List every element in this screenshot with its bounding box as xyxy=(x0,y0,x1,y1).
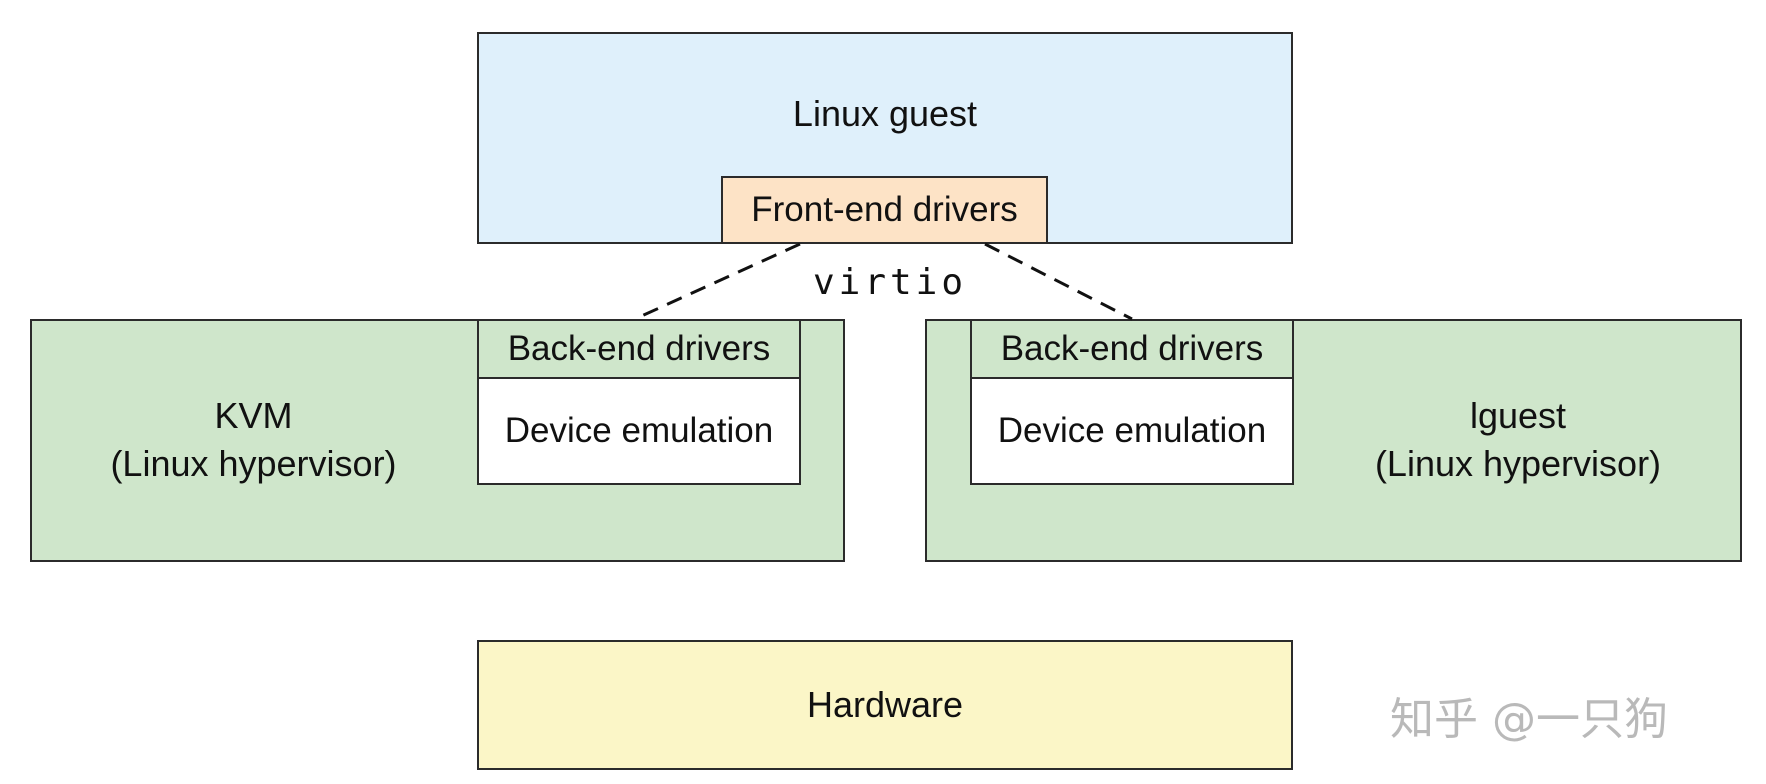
hardware-box xyxy=(477,640,1293,770)
virtio-link-lguest xyxy=(984,242,1133,321)
lguest-backend-drivers-box xyxy=(970,319,1294,379)
frontend-drivers-label: Front-end drivers xyxy=(751,190,1018,229)
kvm-device-emulation-label: Device emulation xyxy=(504,411,774,450)
lguest-subtitle: (Linux hypervisor) xyxy=(1374,443,1662,484)
kvm-title: KVM xyxy=(214,395,293,436)
hardware-label: Hardware xyxy=(806,684,964,725)
kvm-label-group: KVM (Linux hypervisor) xyxy=(30,390,477,490)
kvm-subtitle: (Linux hypervisor) xyxy=(110,443,397,484)
lguest-backend-drivers-label: Back-end drivers xyxy=(1000,329,1264,368)
virtio-label: virtio xyxy=(812,261,968,303)
kvm-device-emulation-box xyxy=(477,377,801,485)
kvm-backend-drivers-label: Back-end drivers xyxy=(507,329,771,368)
frontend-drivers-box xyxy=(721,176,1048,244)
linux-guest-label: Linux guest xyxy=(792,93,978,134)
lguest-label-group: lguest (Linux hypervisor) xyxy=(1294,390,1742,490)
virtio-link-kvm xyxy=(634,242,801,321)
watermark: 知乎 @一只狗 xyxy=(1390,694,1668,745)
lguest-device-emulation-box xyxy=(970,377,1294,485)
lguest-title: lguest xyxy=(1469,395,1567,436)
lguest-device-emulation-label: Device emulation xyxy=(997,411,1267,450)
